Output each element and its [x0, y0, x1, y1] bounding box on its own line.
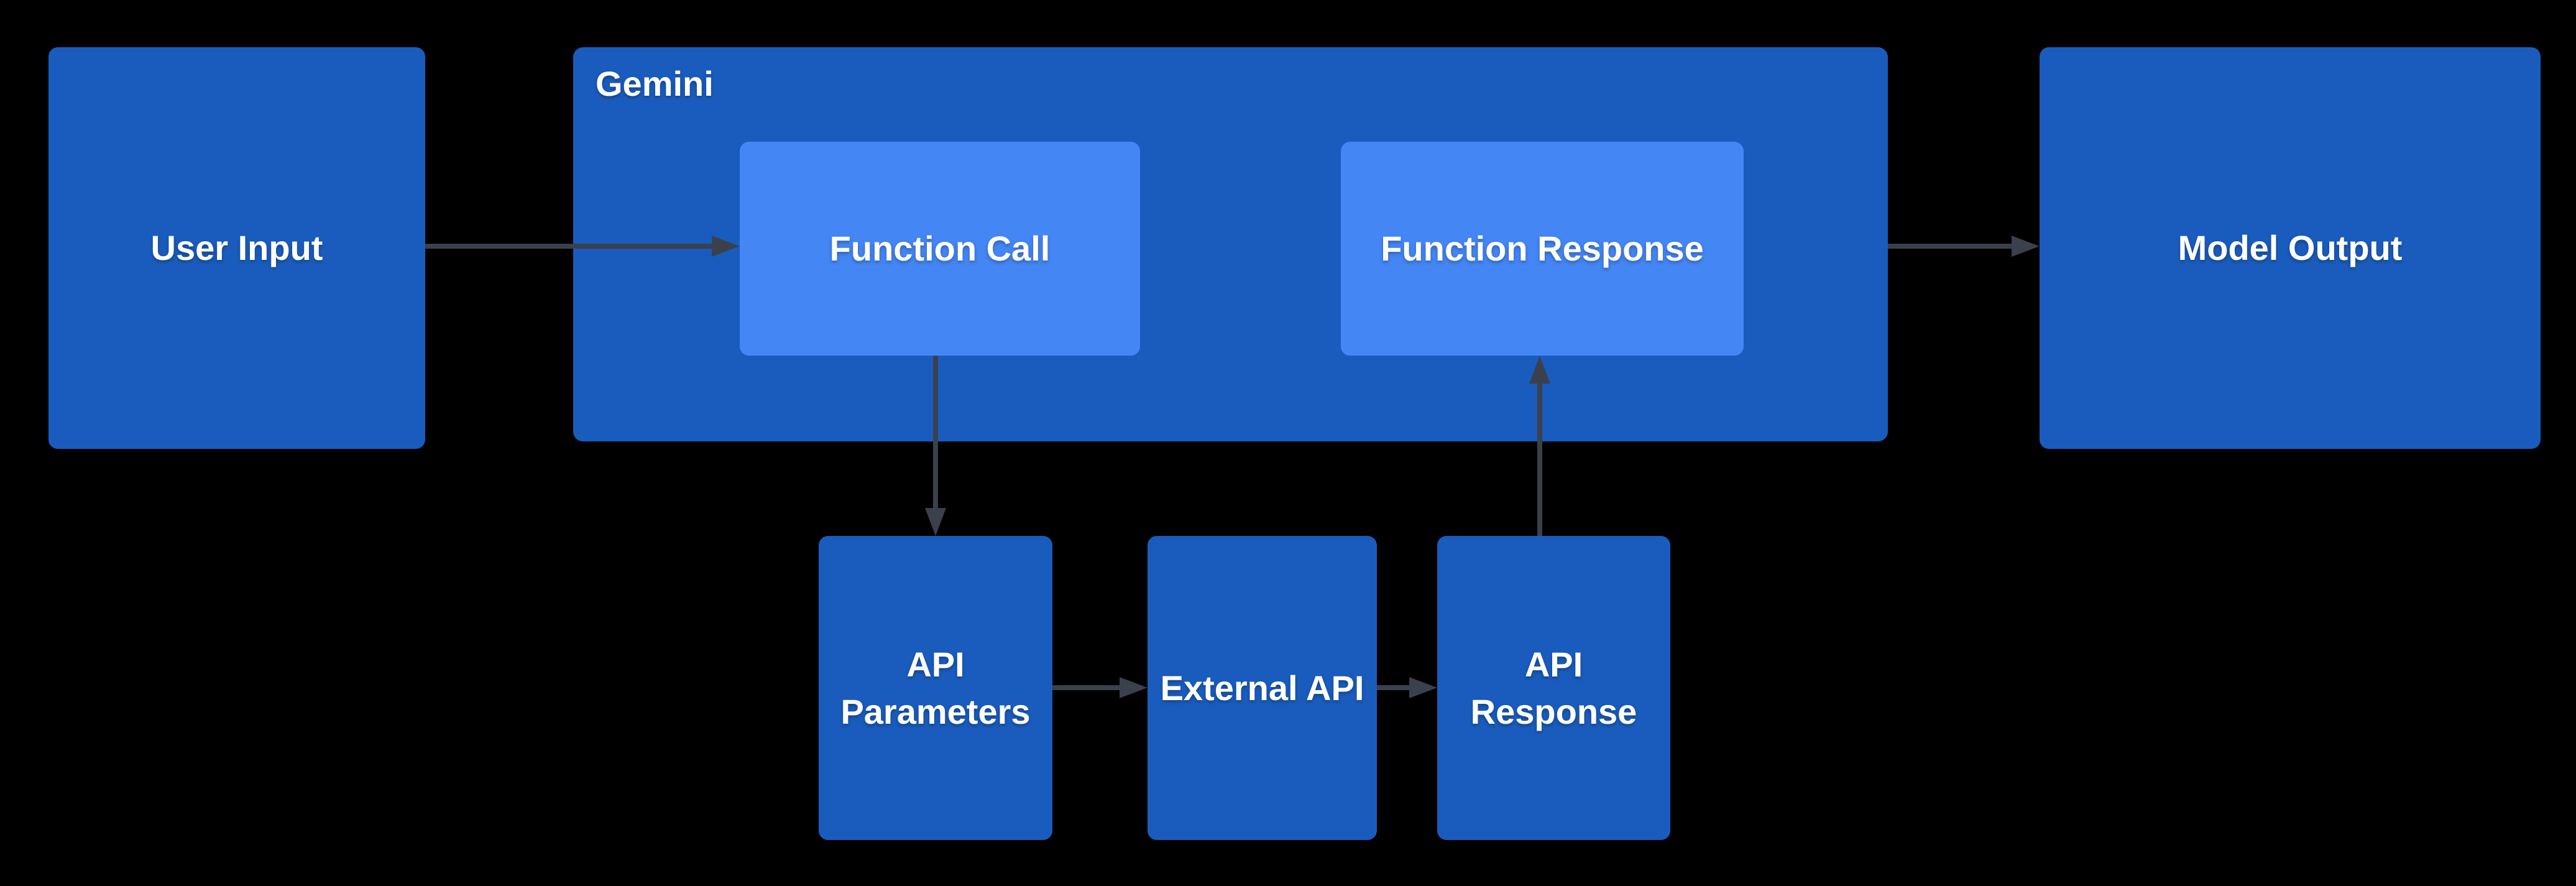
node-model-output: Model Output — [2040, 47, 2541, 449]
arrow-shaft — [1052, 685, 1120, 690]
node-function-call: Function Call — [740, 142, 1140, 356]
node-user-input-label: User Input — [150, 228, 323, 268]
node-function-response-label: Function Response — [1381, 229, 1704, 269]
arrow-shaft — [1888, 244, 2012, 249]
arrow-shaft — [1377, 685, 1409, 690]
gemini-container-label: Gemini — [596, 64, 714, 103]
arrow-shaft — [1537, 384, 1542, 536]
arrow-head-right-icon — [712, 236, 740, 257]
node-external-api: External API — [1148, 536, 1377, 840]
arrow-head-up-icon — [1529, 356, 1550, 384]
node-api-response: API Response — [1437, 536, 1670, 840]
node-api-parameters-label: API Parameters — [840, 644, 1031, 731]
node-api-parameters: API Parameters — [819, 536, 1052, 840]
arrow-head-right-icon — [1409, 677, 1437, 698]
arrow-head-right-icon — [2012, 236, 2040, 257]
arrow-head-down-icon — [925, 508, 946, 536]
node-external-api-label: External API — [1160, 668, 1364, 708]
arrow-head-right-icon — [1120, 677, 1148, 698]
node-api-response-label: API Response — [1470, 644, 1637, 731]
arrow-shaft — [933, 356, 938, 508]
node-function-call-label: Function Call — [829, 229, 1051, 269]
node-function-response: Function Response — [1341, 142, 1744, 356]
node-model-output-label: Model Output — [2178, 228, 2403, 268]
node-user-input: User Input — [48, 47, 425, 449]
arrow-shaft — [425, 244, 712, 249]
